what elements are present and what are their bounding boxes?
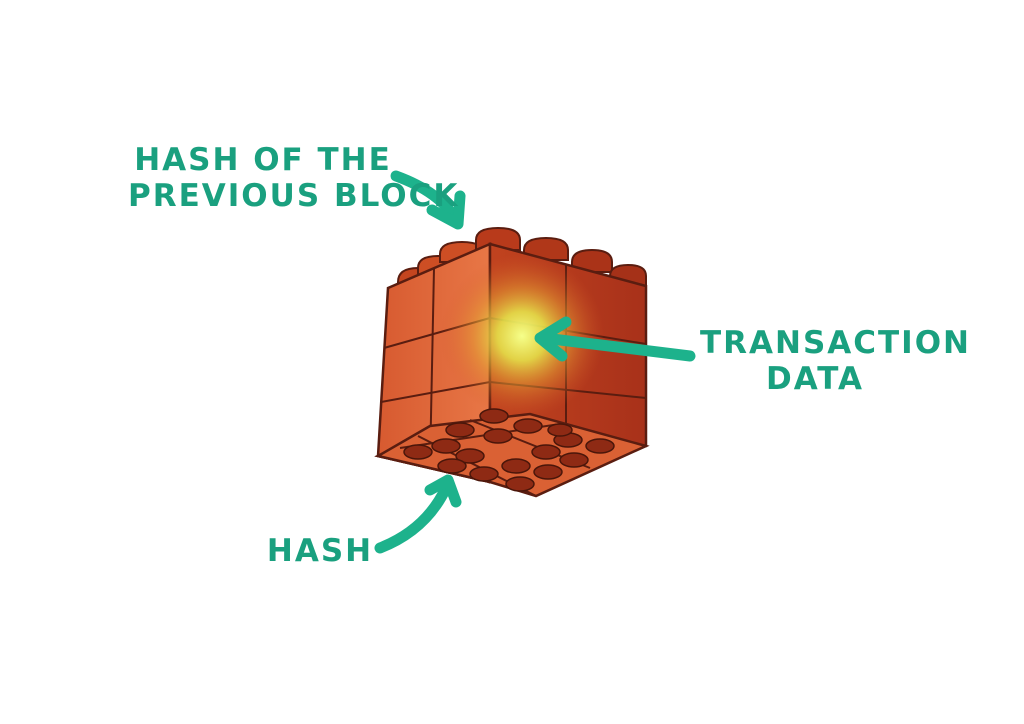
label-line: PREVIOUS BLOCK bbox=[128, 178, 460, 214]
label-line: DATA bbox=[765, 361, 865, 397]
arrow-hash bbox=[374, 474, 462, 554]
transaction-glow bbox=[440, 254, 604, 418]
arrow-transaction-data bbox=[534, 316, 696, 362]
label-hash-of-previous-block: HASH OF THE PREVIOUS BLOCK bbox=[128, 142, 460, 214]
label-line: HASH bbox=[266, 533, 374, 569]
label-transaction-data: TRANSACTION DATA bbox=[700, 325, 971, 397]
label-hash: HASH bbox=[260, 533, 380, 569]
brick-block bbox=[374, 226, 650, 498]
arrow-previous-hash bbox=[390, 170, 466, 230]
label-line: TRANSACTION bbox=[700, 325, 971, 361]
bottom-holes bbox=[403, 408, 615, 492]
label-line: HASH OF THE bbox=[134, 142, 392, 178]
